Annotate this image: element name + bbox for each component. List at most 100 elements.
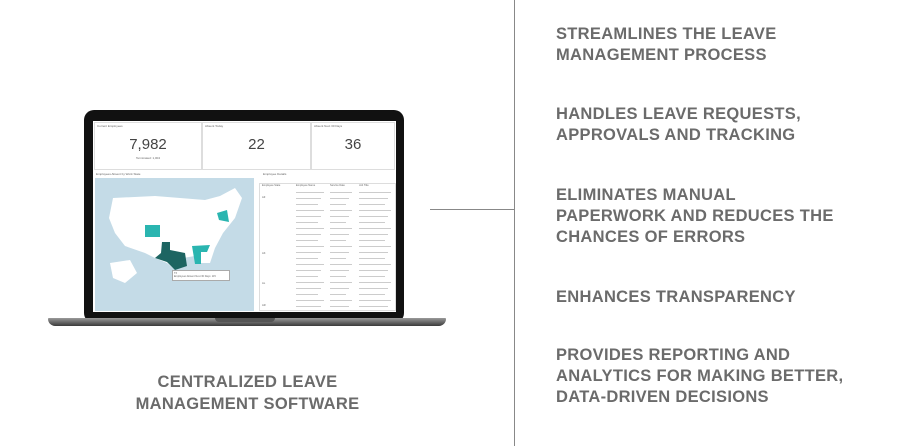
us-land xyxy=(109,188,242,268)
placeholder-line xyxy=(330,216,349,217)
column-header: Employee Name xyxy=(296,184,316,187)
kpi-value: 22 xyxy=(248,136,265,153)
placeholder-line xyxy=(330,306,349,307)
placeholder-line xyxy=(330,276,346,277)
column-header: Employee State xyxy=(262,184,281,187)
tooltip-text: Employees Absent Next 30 Days: 115 xyxy=(174,275,216,278)
state-tn-al xyxy=(192,245,210,264)
tooltip-state: TX xyxy=(174,272,178,275)
placeholder-line xyxy=(296,258,318,259)
placeholder-line xyxy=(296,264,324,265)
placeholder-line xyxy=(330,282,352,283)
laptop-notch xyxy=(215,318,275,322)
placeholder-line xyxy=(359,258,385,259)
placeholder-line xyxy=(359,264,391,265)
placeholder-line xyxy=(359,294,385,295)
caption: CENTRALIZED LEAVE MANAGEMENT SOFTWARE xyxy=(135,373,360,413)
connector-line xyxy=(430,209,515,210)
group-label: AZ xyxy=(262,196,266,199)
placeholder-line xyxy=(296,270,321,271)
kpi-title: Absent Today xyxy=(205,124,224,128)
us-map: TX Employees Absent Next 30 Days: 115 xyxy=(95,178,254,311)
group-label: AL xyxy=(262,282,266,285)
placeholder-line xyxy=(330,270,349,271)
placeholder-line xyxy=(359,270,388,271)
placeholder-line xyxy=(359,240,385,241)
placeholder-line xyxy=(359,288,388,289)
map-tooltip: TX Employees Absent Next 30 Days: 115 xyxy=(172,270,230,281)
map-title: Employees Absent by Work State xyxy=(96,172,141,176)
placeholder-line xyxy=(330,210,352,211)
kpi-title: Current Employees xyxy=(97,124,123,128)
placeholder-line xyxy=(359,198,388,199)
bracket-line xyxy=(514,0,515,446)
kpi-title: Absent Next 30 Days xyxy=(314,124,343,128)
placeholder-line xyxy=(296,210,324,211)
placeholder-line xyxy=(359,306,388,307)
table-title: Employee Details xyxy=(263,172,287,176)
placeholder-line xyxy=(296,306,321,307)
column-header: Job Title xyxy=(359,184,369,187)
placeholder-line xyxy=(359,204,385,205)
placeholder-line xyxy=(359,222,385,223)
placeholder-line xyxy=(296,246,324,247)
placeholder-line xyxy=(330,234,349,235)
placeholder-line xyxy=(330,288,349,289)
placeholder-line xyxy=(296,228,324,229)
placeholder-line xyxy=(359,300,391,301)
kpi-sub: Terminated: 1,004 xyxy=(135,156,160,160)
placeholder-line xyxy=(359,216,388,217)
placeholder-line xyxy=(296,288,321,289)
placeholder-line xyxy=(330,300,352,301)
placeholder-line xyxy=(296,204,318,205)
placeholder-line xyxy=(359,252,388,253)
laptop-base xyxy=(48,318,446,326)
placeholder-line xyxy=(359,234,388,235)
placeholder-line xyxy=(296,198,321,199)
placeholder-line xyxy=(296,222,318,223)
placeholder-line xyxy=(330,264,352,265)
placeholder-line xyxy=(359,228,391,229)
placeholder-line xyxy=(296,252,321,253)
placeholder-line xyxy=(296,282,324,283)
placeholder-line xyxy=(330,198,349,199)
benefit-item: PROVIDES REPORTING AND ANALYTICS FOR MAK… xyxy=(556,346,844,406)
state-new-york xyxy=(217,210,229,222)
kpi-current-employees: Current Employees 7,982 Terminated: 1,00… xyxy=(94,122,202,170)
group-label: AK xyxy=(262,252,266,255)
placeholder-line xyxy=(330,246,352,247)
benefit-item: ENHANCES TRANSPARENCY xyxy=(556,288,796,306)
kpi-absent-today: Absent Today 22 xyxy=(202,122,311,170)
placeholder-line xyxy=(330,192,352,193)
placeholder-line xyxy=(359,210,391,211)
kpi-value: 7,982 xyxy=(129,136,167,153)
placeholder-line xyxy=(330,258,346,259)
kpi-value: 36 xyxy=(344,136,362,153)
group-label: AR xyxy=(262,304,266,307)
state-texas xyxy=(155,242,187,270)
placeholder-line xyxy=(359,282,391,283)
kpi-absent-30-days: Absent Next 30 Days 36 xyxy=(311,122,395,170)
alaska xyxy=(110,260,137,283)
placeholder-line xyxy=(296,276,318,277)
placeholder-line xyxy=(296,192,324,193)
placeholder-line xyxy=(330,204,346,205)
benefit-item: ELIMINATES MANUAL PAPERWORK AND REDUCES … xyxy=(556,186,834,246)
placeholder-line xyxy=(330,252,349,253)
placeholder-line xyxy=(330,228,352,229)
benefit-item: STREAMLINES THE LEAVE MANAGEMENT PROCESS xyxy=(556,25,777,64)
placeholder-line xyxy=(330,240,346,241)
placeholder-line xyxy=(296,240,318,241)
placeholder-line xyxy=(296,294,318,295)
placeholder-line xyxy=(330,294,346,295)
placeholder-line xyxy=(296,234,321,235)
placeholder-line xyxy=(359,192,391,193)
placeholder-line xyxy=(359,246,391,247)
employee-table: Employee State Employee Name Service Dat… xyxy=(259,183,396,311)
dashboard-screen: Current Employees 7,982 Terminated: 1,00… xyxy=(93,121,396,312)
column-header: Service Date xyxy=(330,184,345,187)
placeholder-line xyxy=(330,222,346,223)
placeholder-line xyxy=(359,276,385,277)
placeholder-line xyxy=(296,216,321,217)
placeholder-line xyxy=(296,300,324,301)
